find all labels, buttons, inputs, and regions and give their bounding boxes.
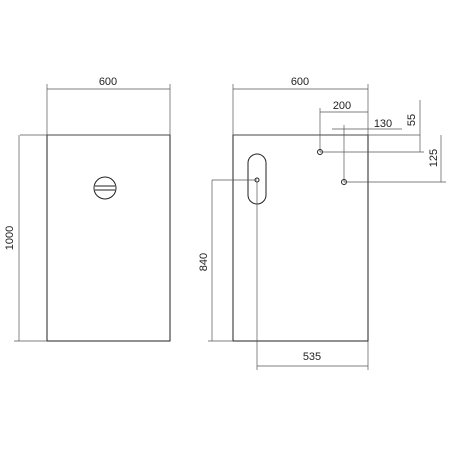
front-height-label: 1000 bbox=[4, 226, 16, 250]
front-width-label: 600 bbox=[99, 76, 117, 88]
offset-55-label: 55 bbox=[406, 114, 418, 126]
offset-130-label: 130 bbox=[374, 118, 392, 130]
offset-125-label: 125 bbox=[428, 149, 440, 167]
side-view: 600 200 130 55 125 840 535 bbox=[198, 76, 446, 370]
front-view: 600 1000 bbox=[4, 76, 171, 342]
side-cabinet-outline bbox=[232, 134, 369, 342]
depth-535-label: 535 bbox=[303, 351, 321, 363]
basin-drain-icon bbox=[93, 176, 117, 200]
offset-200-label: 200 bbox=[333, 100, 351, 112]
height-840-label: 840 bbox=[198, 253, 210, 271]
side-width-label: 600 bbox=[291, 76, 309, 88]
front-cabinet-outline bbox=[46, 134, 171, 342]
